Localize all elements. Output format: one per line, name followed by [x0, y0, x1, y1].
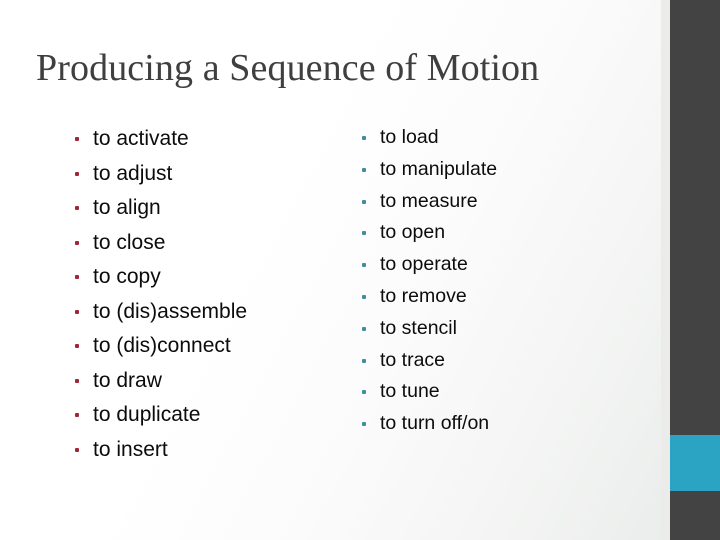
list-item: to close	[72, 226, 362, 261]
bullet-dot-icon	[362, 326, 366, 331]
bullet-dot-icon	[362, 136, 366, 140]
list-item: to manipulate	[359, 154, 649, 186]
list-item: to remove	[359, 281, 649, 313]
list-item: to tune	[359, 376, 649, 408]
bullet-dot-icon	[362, 263, 366, 268]
list-item: to copy	[72, 260, 362, 295]
list-item-label: to tune	[380, 380, 440, 403]
list-item-label: to draw	[93, 368, 162, 392]
list-item: to measure	[359, 186, 649, 218]
bullet-dot-icon	[362, 199, 366, 204]
bullet-dot-icon	[362, 167, 366, 172]
list-item: to activate	[72, 122, 362, 157]
list-item-label: to stencil	[380, 316, 457, 339]
list-item: to align	[72, 191, 362, 226]
list-item: to open	[359, 217, 649, 249]
bullet-list-left: to activate to adjust to align to close to c…	[72, 122, 362, 467]
list-item-label: to insert	[93, 437, 168, 461]
list-item-label: to operate	[380, 253, 468, 276]
bullet-dot-icon	[75, 206, 79, 210]
list-item: to stencil	[359, 313, 649, 345]
bullet-dot-icon	[75, 309, 79, 314]
list-item-label: to load	[380, 126, 439, 148]
list-item: to adjust	[72, 157, 362, 192]
bullet-dot-icon	[75, 447, 79, 452]
list-item-label: to close	[93, 230, 166, 254]
list-item: to operate	[359, 249, 649, 281]
list-item-label: to (dis)connect	[93, 334, 231, 357]
list-item: to trace	[359, 345, 649, 377]
bullet-dot-icon	[362, 390, 366, 395]
list-item-label: to align	[93, 196, 161, 219]
bullet-dot-icon	[362, 294, 366, 299]
bullet-dot-icon	[75, 378, 79, 383]
list-item-label: to measure	[380, 189, 478, 212]
list-item: to (dis)assemble	[72, 295, 362, 330]
bullet-dot-icon	[75, 171, 79, 176]
list-item: to turn off/on	[359, 408, 649, 440]
list-item: to load	[359, 122, 649, 154]
bullet-dot-icon	[362, 231, 366, 236]
list-item-label: to open	[380, 221, 446, 244]
bullet-list-right: to load to manipulate to measure to open to …	[359, 122, 649, 440]
list-item-label: to (dis)assemble	[93, 299, 248, 323]
list-item-label: to activate	[93, 127, 189, 150]
right-gutter-stripe	[661, 0, 670, 540]
bullet-dot-icon	[75, 240, 79, 245]
bullet-dot-icon	[75, 344, 79, 348]
list-item: to insert	[72, 433, 362, 468]
bullet-dot-icon	[75, 413, 79, 417]
bullet-dot-icon	[362, 422, 366, 427]
list-item: to draw	[72, 364, 362, 399]
bullet-dot-icon	[75, 137, 79, 141]
list-item-label: to turn off/on	[380, 412, 490, 435]
list-item: to (dis)connect	[72, 329, 362, 364]
list-item-label: to adjust	[93, 161, 173, 185]
list-item-label: to remove	[380, 284, 467, 307]
slide-title: Producing a Sequence of Motion	[36, 47, 540, 89]
bullet-dot-icon	[75, 275, 79, 279]
list-item-label: to manipulate	[380, 157, 498, 180]
list-item-label: to trace	[380, 348, 446, 371]
list-item-label: to duplicate	[93, 403, 201, 426]
bullet-dot-icon	[362, 358, 366, 363]
list-item-label: to copy	[93, 265, 161, 288]
list-item: to duplicate	[72, 398, 362, 433]
right-accent-block	[670, 435, 720, 491]
